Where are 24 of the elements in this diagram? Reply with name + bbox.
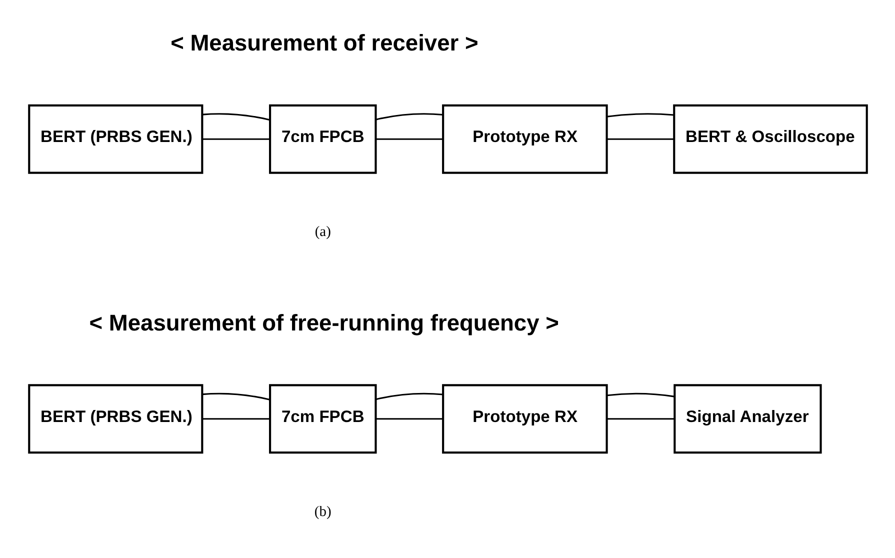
connector	[375, 138, 443, 140]
connector	[606, 418, 674, 420]
connector	[375, 392, 443, 400]
node-box: 7cm FPCB	[268, 384, 376, 454]
connector	[202, 113, 270, 121]
label: < Measurement of receiver >	[170, 30, 478, 56]
node-box: Prototype RX	[442, 384, 608, 454]
connector	[202, 392, 270, 400]
node-box: Signal Analyzer	[673, 384, 822, 454]
connector	[202, 138, 270, 140]
node-box: BERT (PRBS GEN.)	[28, 384, 203, 454]
node-box: 7cm FPCB	[268, 104, 376, 174]
node-box: BERT (PRBS GEN.)	[28, 104, 203, 174]
connector	[375, 418, 443, 420]
node-box: Prototype RX	[442, 104, 608, 174]
label: < Measurement of free-running frequency >	[88, 309, 558, 336]
connector	[606, 392, 674, 398]
connector	[375, 113, 443, 120]
connector	[606, 138, 674, 140]
connector	[606, 113, 674, 118]
node-box: BERT & Oscilloscope	[672, 104, 868, 174]
label: (b)	[314, 504, 331, 520]
label: (a)	[314, 224, 330, 240]
connector	[202, 418, 270, 420]
